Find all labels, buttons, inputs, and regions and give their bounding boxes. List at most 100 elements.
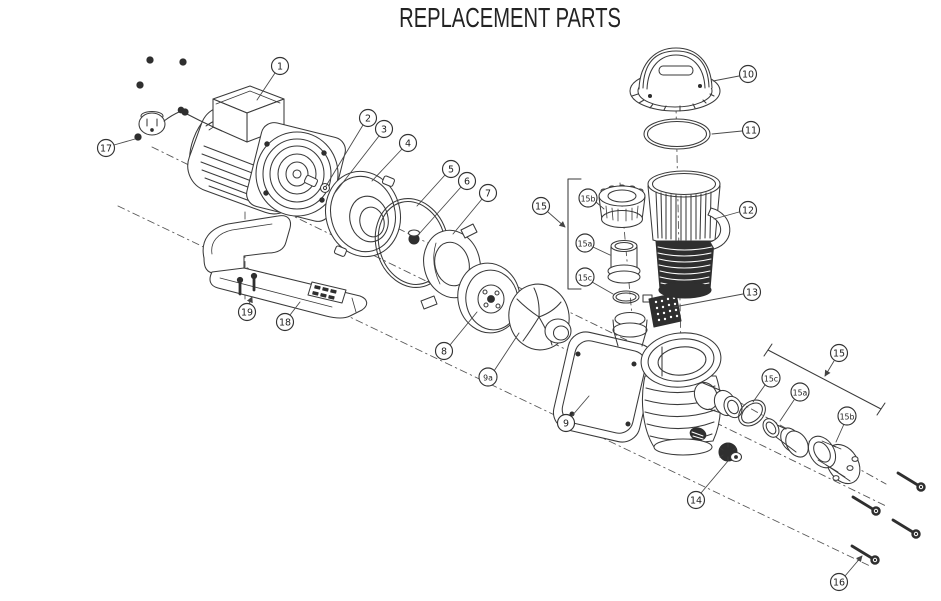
basket-threaded-barrel [655,240,715,299]
union-tailpiece-right [762,418,809,458]
motor-drawing [187,85,346,222]
bolt [896,471,926,492]
callout-15a-right: 15a [779,382,810,422]
callout-4: 4 [371,133,418,182]
union-nut-right [807,435,861,485]
callout-label: 15a [578,240,593,249]
grate-drawing [642,292,682,328]
callout-15a-left: 15a [575,233,611,256]
mechanical-seal-drawing [407,229,421,245]
callout-11: 11 [711,120,761,140]
discharge-port [693,381,743,419]
power-cord-plug-drawing [138,106,223,136]
pump-housing-drawing [552,311,743,456]
grate-holes [654,296,679,322]
callout-15b-right: 15b [835,406,857,443]
callout-7: 7 [452,183,498,235]
suction-port [612,311,648,347]
callout-17: 17 [96,138,136,158]
callout-1: 1 [256,56,290,101]
callout-10: 10 [712,64,758,84]
callout-label: 18 [279,318,291,329]
diffuser-plate-drawing [457,262,521,334]
callout-label: 14 [690,496,702,507]
motor-shaft-end [304,174,318,188]
callout-label: 8 [441,347,447,358]
callout-3: 3 [333,119,394,195]
callout-label: 19 [241,308,253,319]
housing-bolts-drawing [850,471,926,565]
callout-13: 13 [673,282,762,308]
callout-label: 15b [840,413,855,422]
lid-oring-drawing [643,118,711,150]
callout-label: 3 [381,125,387,136]
housing-opening [640,332,722,388]
base-vent-pad [307,281,347,304]
callout-15c-right: 15c [752,368,781,403]
callout-label: 9 [563,419,569,430]
callout-label: 15b [581,195,596,204]
callouts: 1 2 3 4 5 [96,56,863,592]
callout-label: 15c [764,375,778,384]
callout-8: 8 [434,311,478,361]
callout-label: 7 [485,189,491,200]
bolt [850,544,880,565]
basket-handle [707,207,731,250]
cord [163,111,180,122]
motor-bolts-loose [134,56,189,141]
impeller-drawing [508,283,572,351]
callout-label: 12 [742,206,754,217]
callout-6: 6 [418,171,477,235]
callout-15b-left: 15b [578,188,605,210]
callout-9: 9 [556,395,590,433]
union-nut-left [598,184,646,229]
callout-5: 5 [416,159,461,207]
callout-12: 12 [713,200,758,220]
base-screws-drawing [236,272,258,296]
callout-2: 2 [325,108,378,187]
callout-15-left: 15 [531,196,566,228]
callout-label: 15 [833,349,845,360]
callout-label: 17 [100,144,112,155]
callout-14: 14 [686,460,729,510]
union-assembly-right-drawing [738,343,886,485]
callout-label: 10 [742,70,754,81]
page-title-wrap: REPLACEMENT PARTS [0,0,941,34]
callout-label: 15a [793,389,808,398]
callout-19: 19 [237,296,257,322]
callout-label: 9a [483,374,493,383]
basket-mesh [655,191,712,241]
base-drawing [202,215,368,319]
callout-label: 15c [578,274,592,283]
callout-label: 16 [833,578,845,589]
callout-label: 5 [448,165,454,176]
callout-label: 2 [365,114,371,125]
strainer-basket-drawing [647,170,731,299]
callout-label: 1 [277,62,283,73]
callout-15c-left: 15c [575,267,614,295]
callout-label: 4 [405,139,411,150]
callout-15-right: 15 [824,343,849,377]
page-title: REPLACEMENT PARTS [399,2,622,33]
union-oring-right [738,399,766,427]
motor-flange [246,122,346,222]
drain-plug-drawing [718,442,743,463]
callout-label: 11 [745,126,757,137]
group-bracket-left [567,178,582,290]
callout-9a: 9a [478,332,520,387]
group-bracket-right [763,343,886,416]
drain-boss [689,427,707,441]
callout-18: 18 [275,301,301,332]
union-oring-left [612,290,640,304]
callout-label: 15 [535,202,547,213]
union-tailpiece-left [607,239,641,284]
callout-label: 13 [746,288,758,299]
bolt [851,495,881,516]
union-assembly-left-drawing [567,178,646,304]
bolt [891,518,921,539]
callout-label: 6 [464,177,470,188]
strainer-lid-drawing [629,47,721,112]
callout-16: 16 [829,555,863,592]
